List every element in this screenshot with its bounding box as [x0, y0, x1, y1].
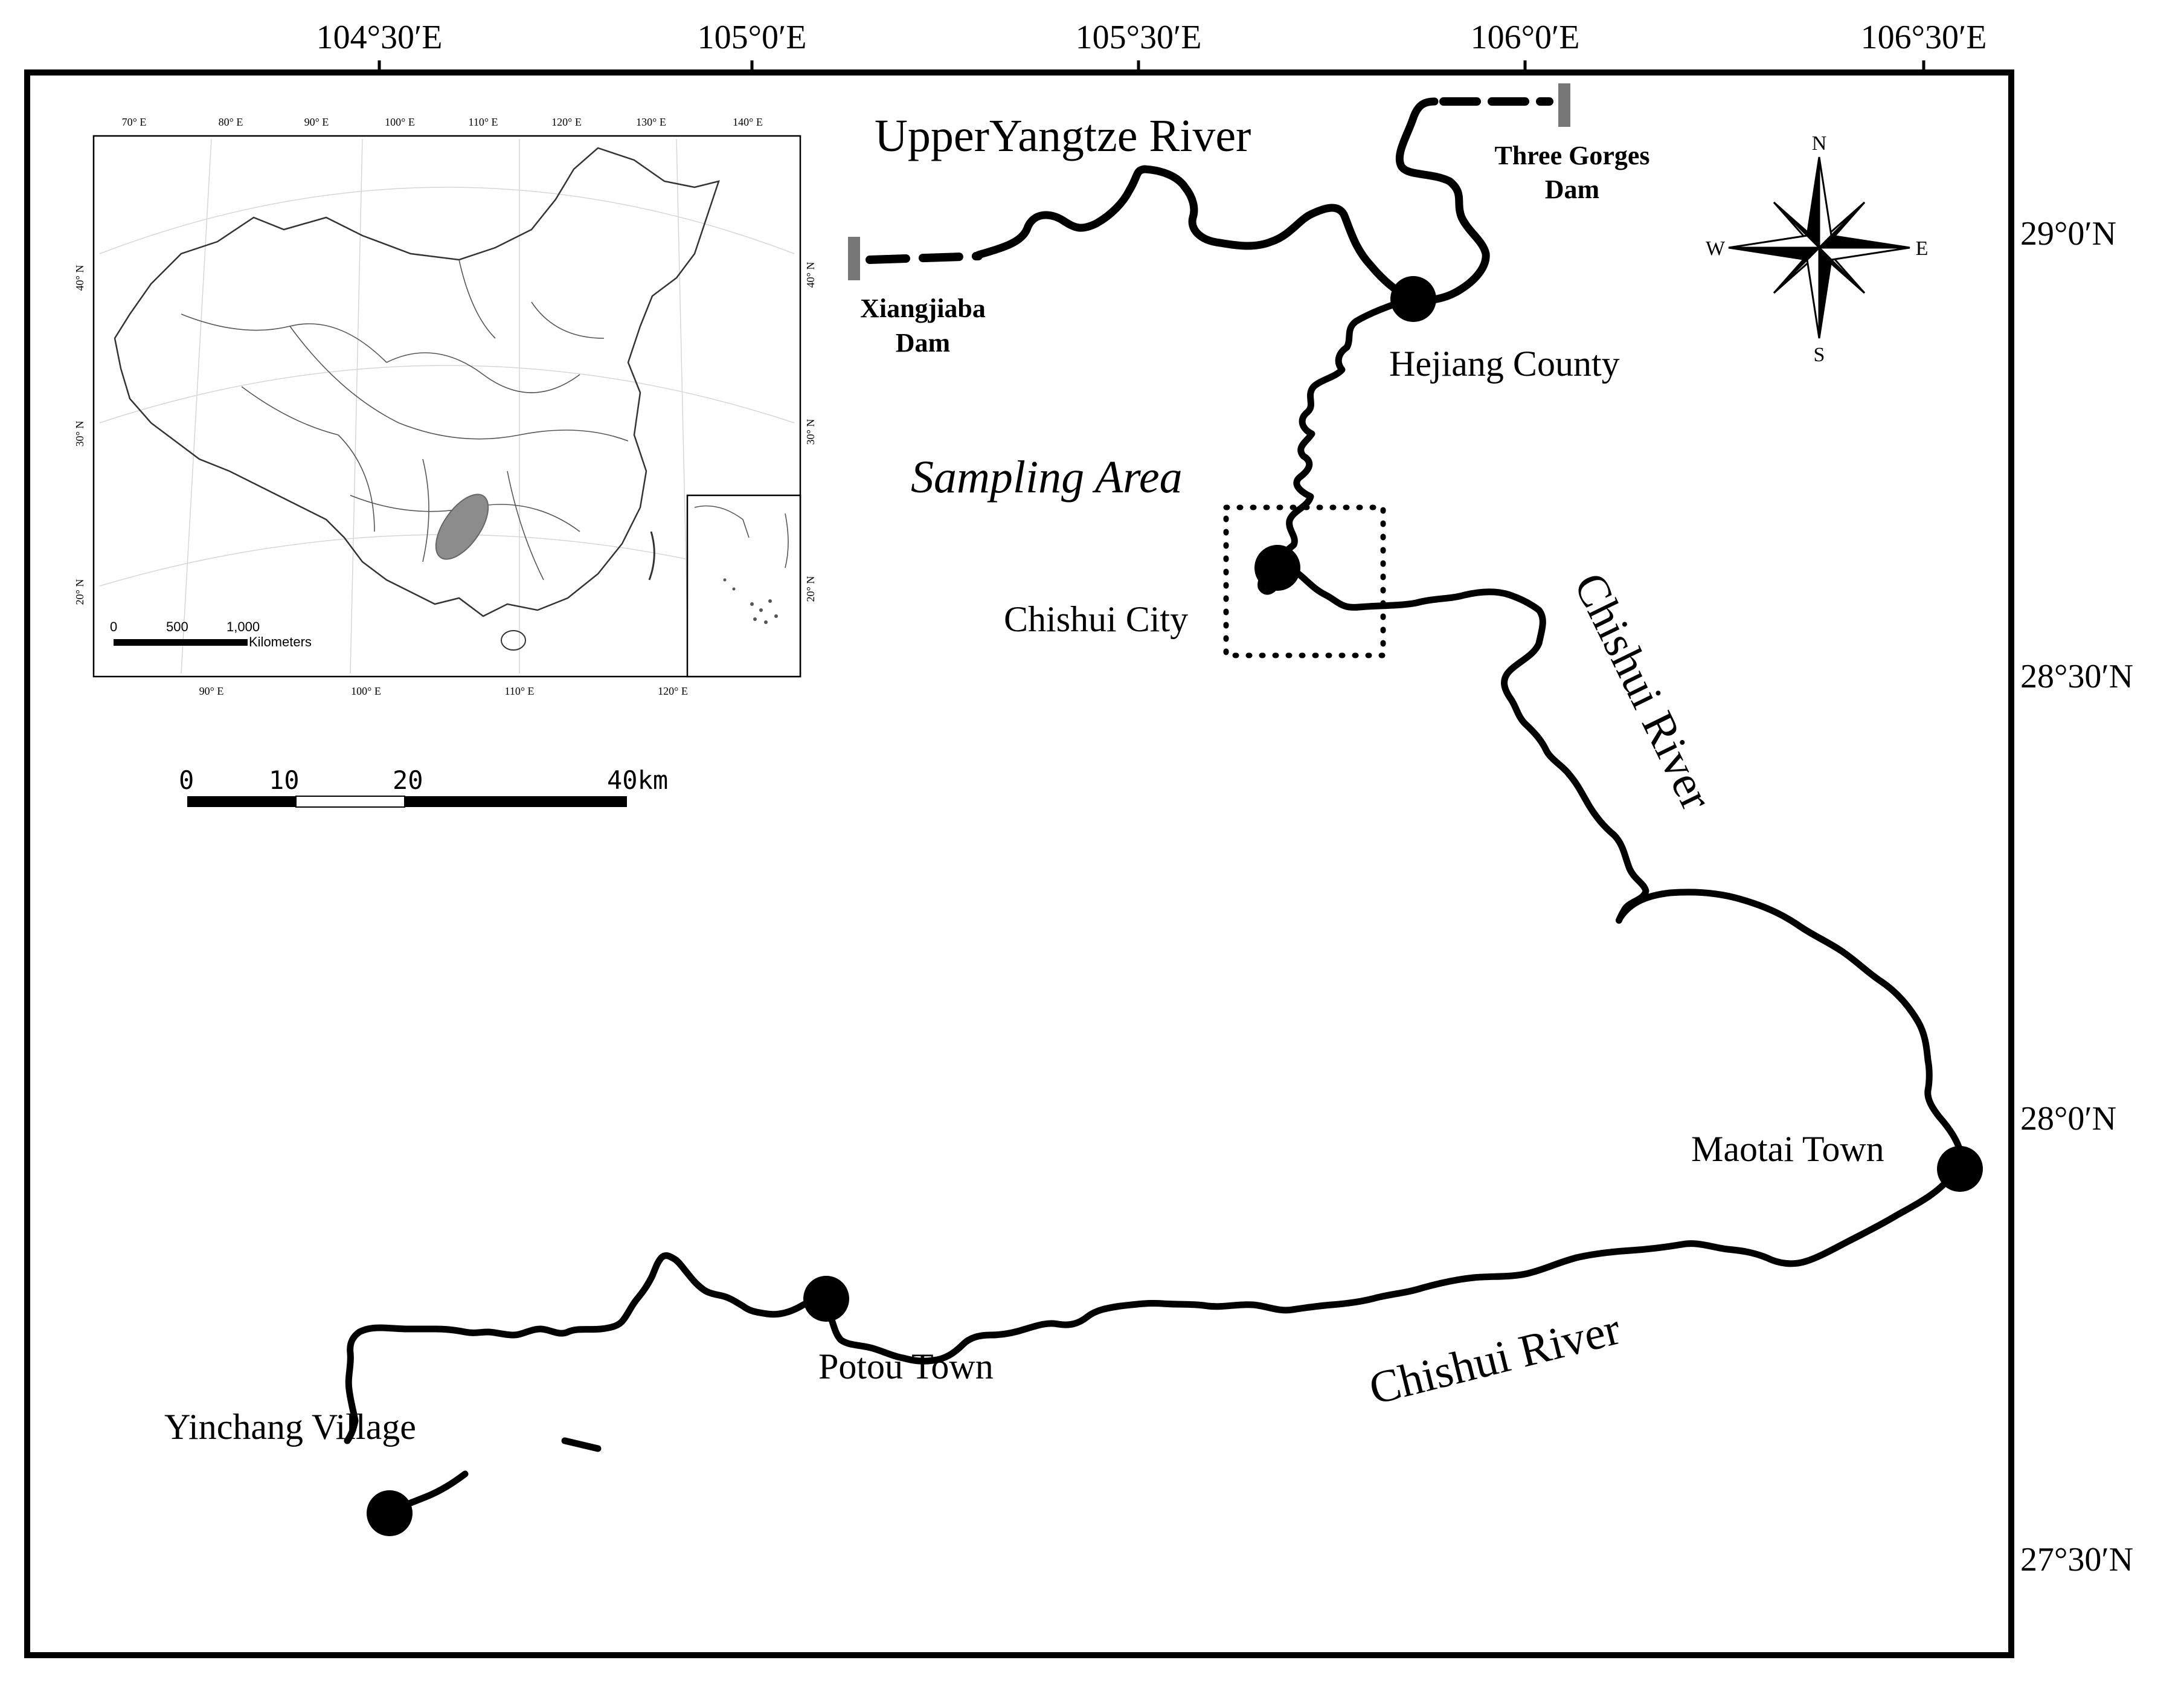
chishui-river-label-south: Chishui River [1364, 1303, 1625, 1414]
inset-left-lat: 20° N [74, 579, 86, 605]
inset-right-lat: 20° N [805, 576, 817, 602]
map-frame [24, 69, 2014, 1658]
study-region-highlight [435, 494, 489, 560]
inset-bottom-lon: 90° E [199, 685, 224, 697]
top-lon-label: 105°30′E [1076, 19, 1202, 56]
inset-scale-label: 500 [166, 619, 188, 634]
top-lon-label: 106°30′E [1861, 19, 1987, 56]
inset-right-lat: 30° N [805, 419, 817, 445]
scale-label: 0 [179, 765, 194, 795]
right-lat-label: 28°0′N [2020, 1100, 2116, 1137]
inset-top-lon: 100° E [385, 116, 415, 128]
inset-bottom-lon: 120° E [658, 685, 688, 697]
scale-label: 10 [269, 765, 300, 795]
upper-yangtze-label: UpperYangtze River [875, 111, 1251, 161]
china-outline [114, 147, 720, 617]
inset-top-lon: 140° E [733, 116, 763, 128]
inset-bottom-lon: 100° E [351, 685, 381, 697]
top-lon-label: 104°30′E [316, 19, 443, 56]
hejiang-county-label: Hejiang County [1389, 344, 1620, 384]
right-lat-label: 29°0′N [2020, 215, 2116, 253]
inset-top-lon: 80° E [219, 116, 243, 128]
scale-label: 20 [393, 765, 423, 795]
chishui-river [345, 295, 1964, 1424]
inset-top-lon: 70° E [122, 116, 147, 128]
potou-town-label: Potou Town [818, 1346, 994, 1386]
inset-left-lat: 30° N [74, 421, 86, 447]
chishui-river-upper-reach [561, 1437, 602, 1452]
yinchang-village-label: Yinchang Village [164, 1407, 416, 1447]
compass-west: W [1706, 237, 1726, 260]
inset-scale-label: 0 [110, 619, 117, 634]
top-lon-label: 106°0′E [1471, 19, 1580, 56]
inset-top-lon: 110° E [468, 116, 498, 128]
potou-town-marker [803, 1276, 849, 1322]
xiangjiaba-dam-marker [848, 237, 860, 280]
three-gorges-dam-label: Three Gorges [1494, 141, 1649, 170]
inset-right-lat: 40° N [805, 262, 817, 288]
inset-scale-bar [114, 639, 248, 646]
xiangjiaba-dam-label: Xiangjiaba [860, 294, 986, 323]
yinchang-village-marker [367, 1490, 413, 1536]
sampling-area-box [1223, 504, 1386, 658]
scale-label: 40km [607, 765, 668, 795]
inset-scale-unit: Kilometers [249, 634, 312, 649]
south-china-sea-inset [686, 494, 801, 678]
inset-map: 70° E 80° E 90° E 100° E 110° E 120° E 1… [74, 116, 817, 697]
inset-top-lon: 120° E [551, 116, 582, 128]
chishui-city-marker [1254, 545, 1300, 591]
maotai-town-label: Maotai Town [1691, 1129, 1884, 1169]
three-gorges-dam-marker [1558, 83, 1570, 127]
inset-scale-label: 1,000 [226, 619, 260, 634]
maotai-town-marker [1937, 1146, 1983, 1192]
top-lon-label: 105°0′E [698, 19, 807, 56]
chishui-river-label-north: Chishui River [1564, 565, 1723, 818]
right-lat-label: 28°30′N [2020, 658, 2133, 695]
compass-north: N [1812, 132, 1827, 155]
upper-yangtze-river [974, 97, 1490, 304]
chishui-city-label: Chishui City [1004, 599, 1188, 639]
chishui-river-upper-reach [344, 1417, 359, 1444]
compass-east: E [1916, 237, 1929, 260]
inset-top-lon: 130° E [636, 116, 666, 128]
compass-rose: N S E W [1706, 132, 1928, 366]
right-lat-label: 27°30′N [2020, 1541, 2133, 1578]
inset-left-lat: 40° N [74, 265, 86, 291]
hejiang-county-marker [1390, 276, 1436, 322]
inset-top-lon: 90° E [304, 116, 329, 128]
compass-south: S [1814, 344, 1825, 366]
xiangjiaba-dam-label: Dam [896, 328, 950, 358]
scale-bar: 0 10 20 40km [179, 765, 668, 808]
three-gorges-dam-label: Dam [1545, 175, 1599, 204]
sampling-area-label: Sampling Area [911, 452, 1183, 503]
inset-bottom-lon: 110° E [504, 685, 534, 697]
dam-reach-dashed [866, 252, 983, 264]
